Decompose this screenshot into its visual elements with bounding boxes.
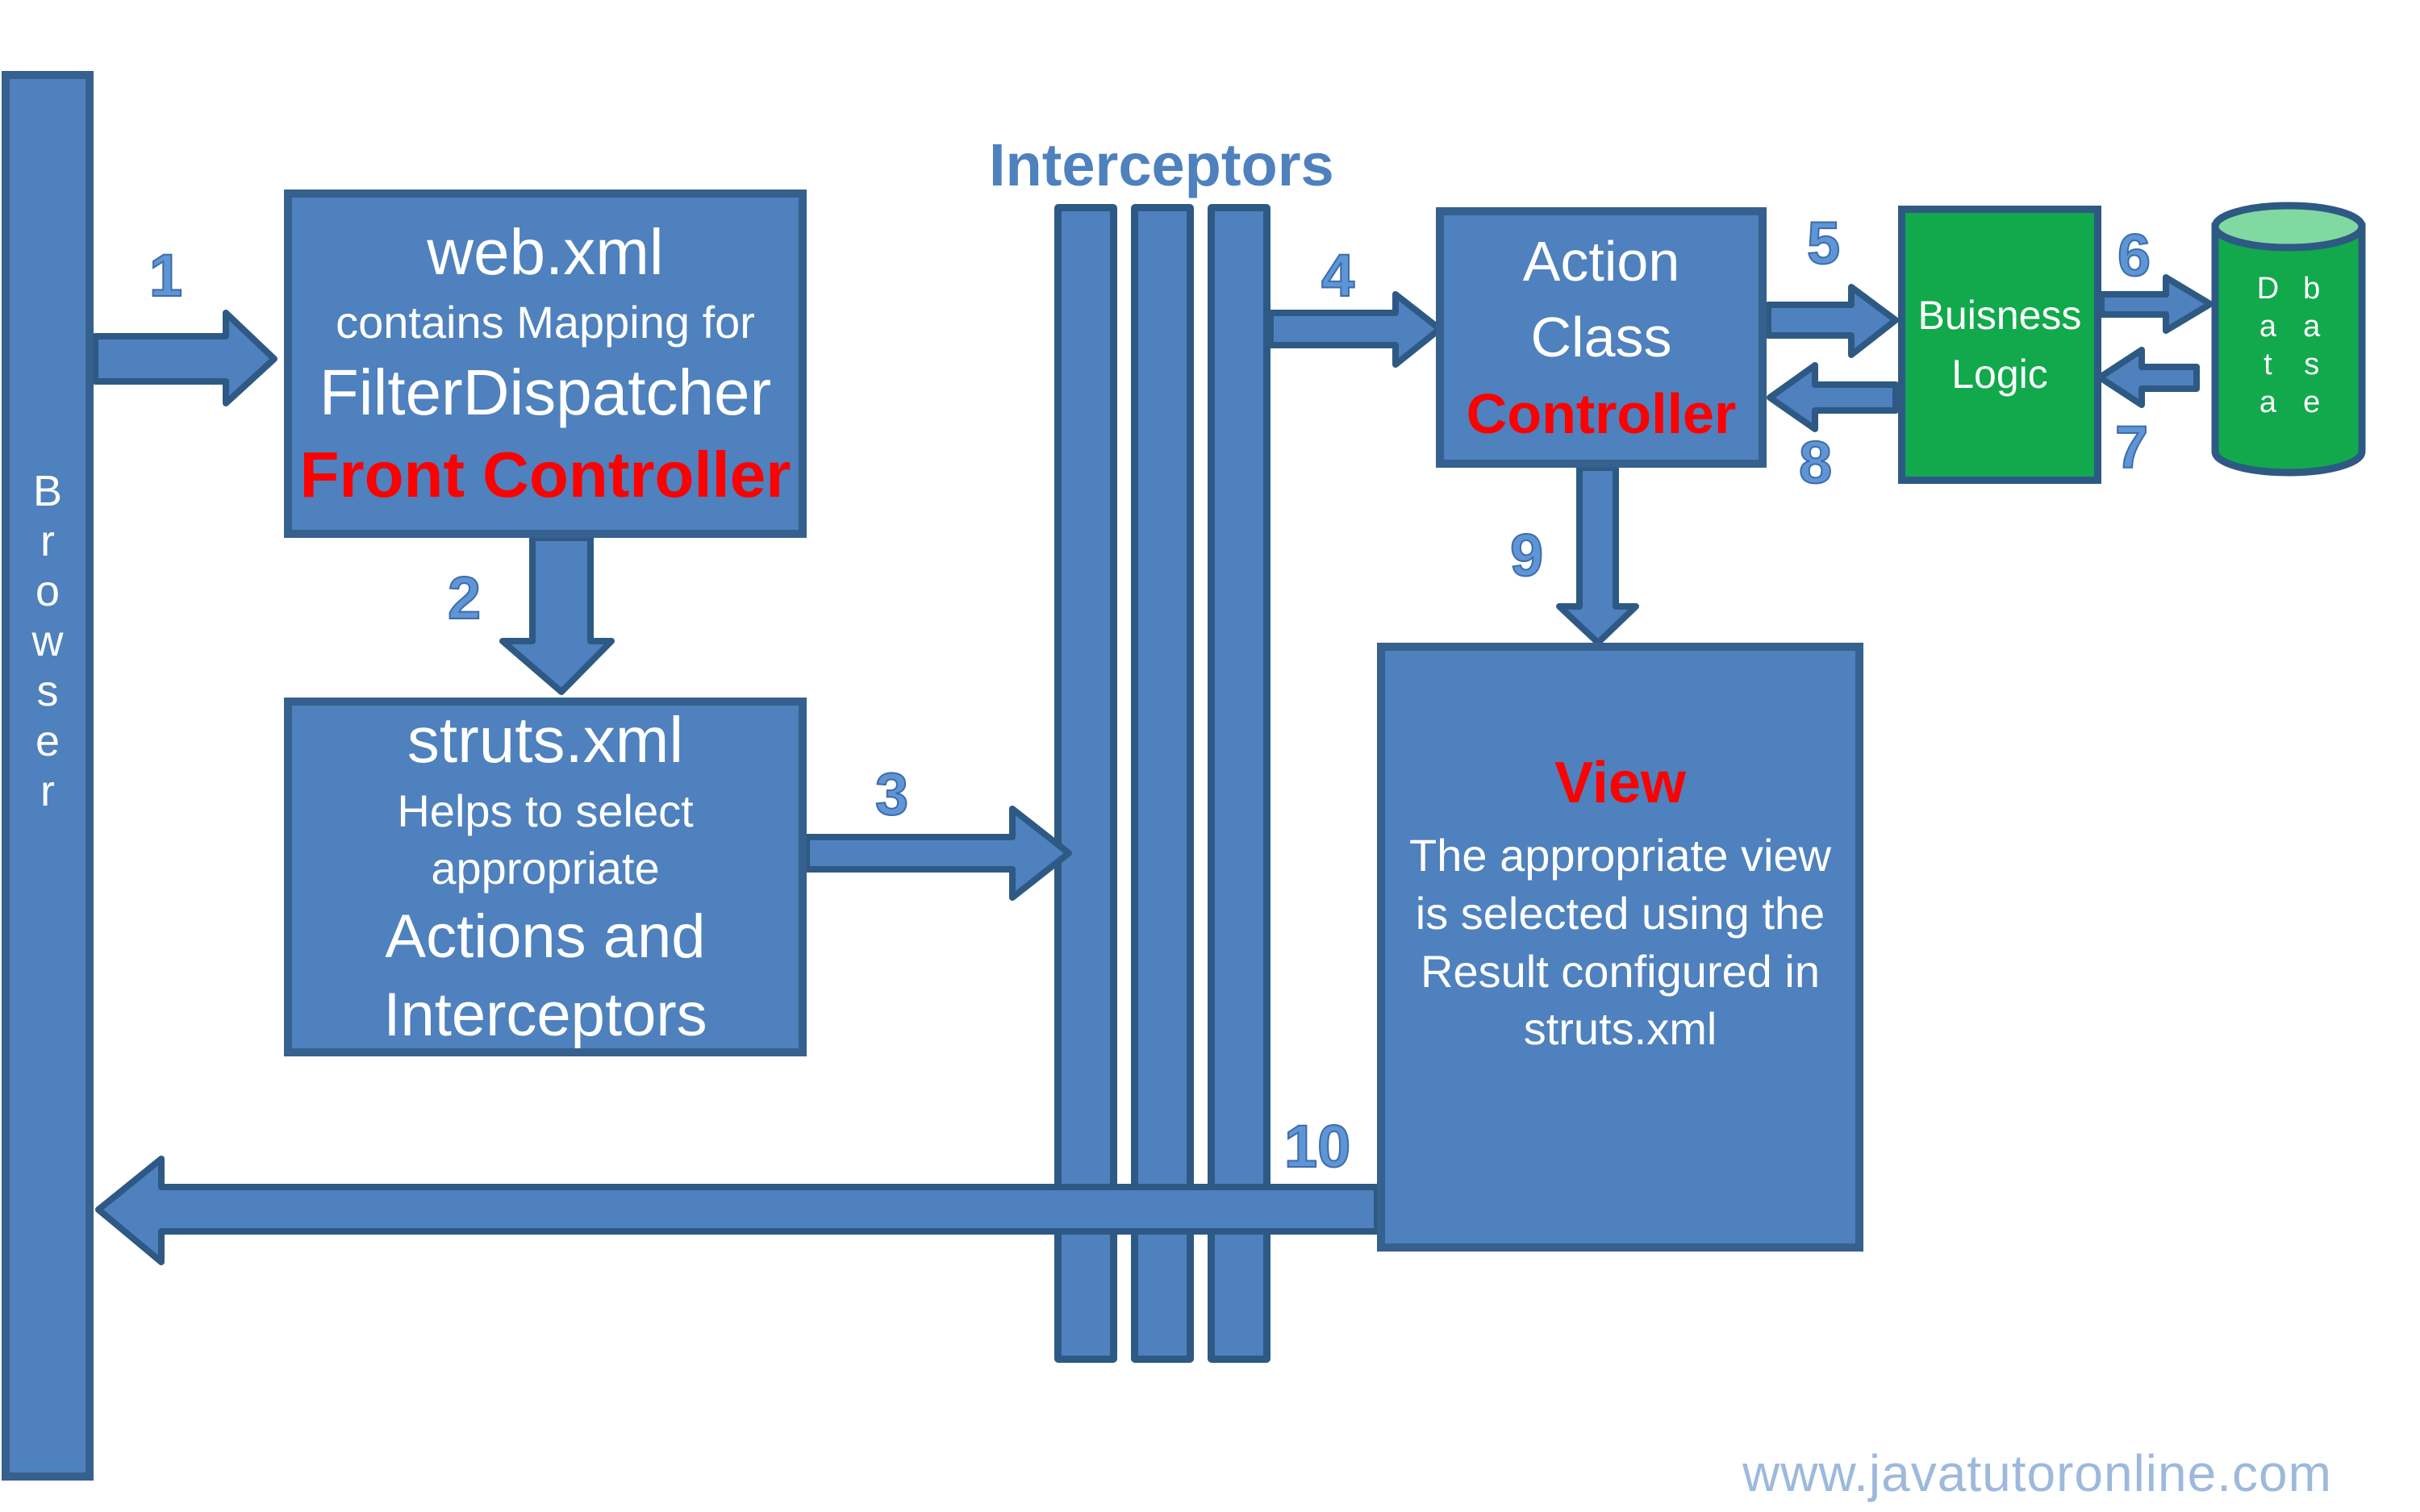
arrow-step-3 [803,806,1072,901]
web-xml-front-controller: Front Controller [299,439,791,511]
database-letter: a [2303,310,2321,344]
web-xml-box: web.xml contains Mapping for FilterDispa… [284,190,807,538]
step-label-5: 5 [1806,210,1841,277]
interceptor-bar-1 [1054,204,1117,1363]
interceptor-bar-2 [1131,204,1194,1363]
browser-letter: r [40,767,55,815]
arrow-step-4 [1267,291,1443,368]
database-letter: s [2304,348,2320,381]
step-label-4: 4 [1321,242,1355,309]
view-body-line: struts.xml [1523,1003,1717,1055]
database-label: D a t a b a s e [2212,270,2365,422]
browser-letter: e [35,717,60,765]
view-body-line: is selected using the [1415,887,1825,939]
struts-xml-interceptors: Interceptors [383,981,707,1050]
view-body-line: The appropriate view [1409,830,1831,881]
step-label-3: 3 [874,760,909,827]
struts-xml-title: struts.xml [407,704,684,777]
arrow-step-6 [2098,274,2213,334]
arrow-step-7 [2097,347,2200,408]
browser-letter: B [32,467,63,515]
action-class-box: Action Class Controller [1436,207,1767,468]
browser-letter: r [40,517,55,565]
database-letter: b [2303,272,2321,306]
arrow-step-9 [1556,464,1639,646]
arrow-step-10 [95,1156,1380,1265]
database-cylinder-body [2211,223,2366,477]
struts-xml-box: struts.xml Helps to select appropriate A… [284,698,807,1056]
view-box: View The appropriate view is selected us… [1377,643,1863,1252]
database-cylinder [2211,202,2366,477]
class-line: Class [1530,306,1672,369]
step-label-10: 10 [1283,1113,1351,1180]
database-letter: D [2256,272,2280,306]
arrow-step-5 [1765,284,1899,358]
database-cylinder-top [2211,202,2366,252]
database-letter: a [2259,385,2276,419]
step-label-7: 7 [2114,414,2149,481]
browser-letter: w [31,617,64,665]
business-logic-line2: Logic [1951,351,2048,397]
web-xml-filterdispatcher: FilterDispatcher [319,356,772,428]
database-label-col2: b a s e [2303,270,2320,422]
view-title: View [1554,751,1686,816]
watermark-url: www.javatutoronline.com [1742,1444,2332,1502]
database-letter: e [2303,385,2321,419]
web-xml-title: web.xml [427,215,664,288]
struts-xml-subtitle: Helps to select appropriate [397,785,694,894]
struts-xml-actions: Actions and [385,902,706,972]
arrow-step-2 [499,535,615,695]
interceptors-heading: Interceptors [989,131,1334,198]
step-label-9: 9 [1509,522,1544,589]
database-letter: t [2264,348,2272,381]
business-logic-box: Buisness Logic [1898,206,2101,484]
step-label-1: 1 [148,242,183,309]
step-label-2: 2 [447,564,482,631]
business-logic-line1: Buisness [1917,293,2082,338]
view-body-line: Result configured in [1421,945,1820,997]
arrow-step-1 [92,310,277,406]
browser-letter: s [36,667,59,715]
arrow-step-8 [1767,362,1899,432]
step-label-8: 8 [1798,429,1833,496]
database-letter: a [2259,310,2276,344]
step-label-6: 6 [2117,222,2151,289]
browser-label: B r o w s e r [10,79,86,1472]
database-label-col1: D a t a [2257,270,2279,422]
browser-letter: o [35,567,60,615]
browser-bar: B r o w s e r [2,71,94,1481]
interceptor-bar-3 [1208,204,1270,1363]
action-line: Action [1522,229,1680,293]
controller-line: Controller [1466,381,1737,445]
web-xml-subtitle: contains Mapping for [336,296,755,348]
